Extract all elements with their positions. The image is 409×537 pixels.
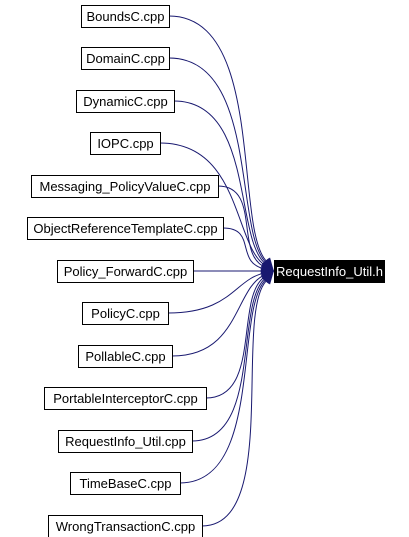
node-label: IOPC.cpp (97, 136, 153, 151)
node-target-requestinfo-util-h[interactable]: RequestInfo_Util.h (274, 260, 385, 283)
node-box (78, 345, 173, 368)
node-policyc-cpp[interactable]: PolicyC.cpp (82, 302, 169, 325)
edge-timebasec-cpp (179, 279, 267, 484)
node-label: PortableInterceptorC.cpp (53, 391, 198, 406)
edge-portableinterceptorc-cpp (205, 275, 267, 399)
node-messaging-policyvaluec-cpp[interactable]: Messaging_PolicyValueC.cpp (31, 175, 219, 198)
edge-pollablec-cpp (171, 273, 267, 357)
target-node-box (274, 260, 385, 283)
edge-boundsc-cpp (168, 15, 267, 262)
node-iopc-cpp[interactable]: IOPC.cpp (90, 132, 161, 155)
node-pollablec-cpp[interactable]: PollableC.cpp (78, 345, 173, 368)
node-policy-forwardc-cpp[interactable]: Policy_ForwardC.cpp (57, 260, 194, 283)
node-box (90, 132, 161, 155)
node-box (57, 260, 194, 283)
node-label: DomainC.cpp (86, 51, 165, 66)
node-boundsc-cpp[interactable]: BoundsC.cpp (81, 5, 170, 28)
node-box (31, 175, 219, 198)
node-box (70, 472, 181, 495)
node-requestinfo-util-cpp[interactable]: RequestInfo_Util.cpp (58, 430, 193, 453)
edges-layer (159, 15, 275, 527)
node-box (58, 430, 193, 453)
node-label: BoundsC.cpp (86, 9, 164, 24)
node-label: PollableC.cpp (85, 349, 165, 364)
target-node-label: RequestInfo_Util.h (276, 264, 383, 279)
node-label: WrongTransactionC.cpp (56, 519, 195, 534)
node-box (81, 5, 170, 28)
edge-domainc-cpp (168, 57, 267, 263)
node-box (82, 302, 169, 325)
node-label: Policy_ForwardC.cpp (64, 264, 188, 279)
node-domainc-cpp[interactable]: DomainC.cpp (81, 47, 170, 70)
node-dynamicc-cpp[interactable]: DynamicC.cpp (76, 90, 175, 113)
edge-wrongtransactionc-cpp (201, 280, 267, 527)
edge-messaging-policyvaluec-cpp (217, 185, 267, 269)
node-label: DynamicC.cpp (83, 94, 168, 109)
node-label: ObjectReferenceTemplateC.cpp (33, 221, 217, 236)
node-box (27, 217, 224, 240)
node-label: RequestInfo_Util.cpp (65, 434, 186, 449)
arrowhead (261, 271, 274, 285)
node-box (44, 387, 207, 410)
edge-objectreferencetemplatec-cpp (222, 227, 267, 270)
node-wrongtransactionc-cpp[interactable]: WrongTransactionC.cpp (48, 515, 203, 537)
edge-policyc-cpp (167, 272, 267, 314)
node-timebasec-cpp[interactable]: TimeBaseC.cpp (70, 472, 181, 495)
node-label: Messaging_PolicyValueC.cpp (39, 179, 210, 194)
node-objectreferencetemplatec-cpp[interactable]: ObjectReferenceTemplateC.cpp (27, 217, 224, 240)
node-box (76, 90, 175, 113)
edge-dynamicc-cpp (173, 100, 267, 265)
node-label: TimeBaseC.cpp (80, 476, 172, 491)
edge-requestinfo-util-cpp (191, 277, 267, 442)
node-label: PolicyC.cpp (91, 306, 160, 321)
node-portableinterceptorc-cpp[interactable]: PortableInterceptorC.cpp (44, 387, 207, 410)
edge-iopc-cpp (159, 142, 267, 267)
nodes-layer: BoundsC.cppDomainC.cppDynamicC.cppIOPC.c… (27, 5, 385, 537)
node-box (81, 47, 170, 70)
node-box (48, 515, 203, 537)
